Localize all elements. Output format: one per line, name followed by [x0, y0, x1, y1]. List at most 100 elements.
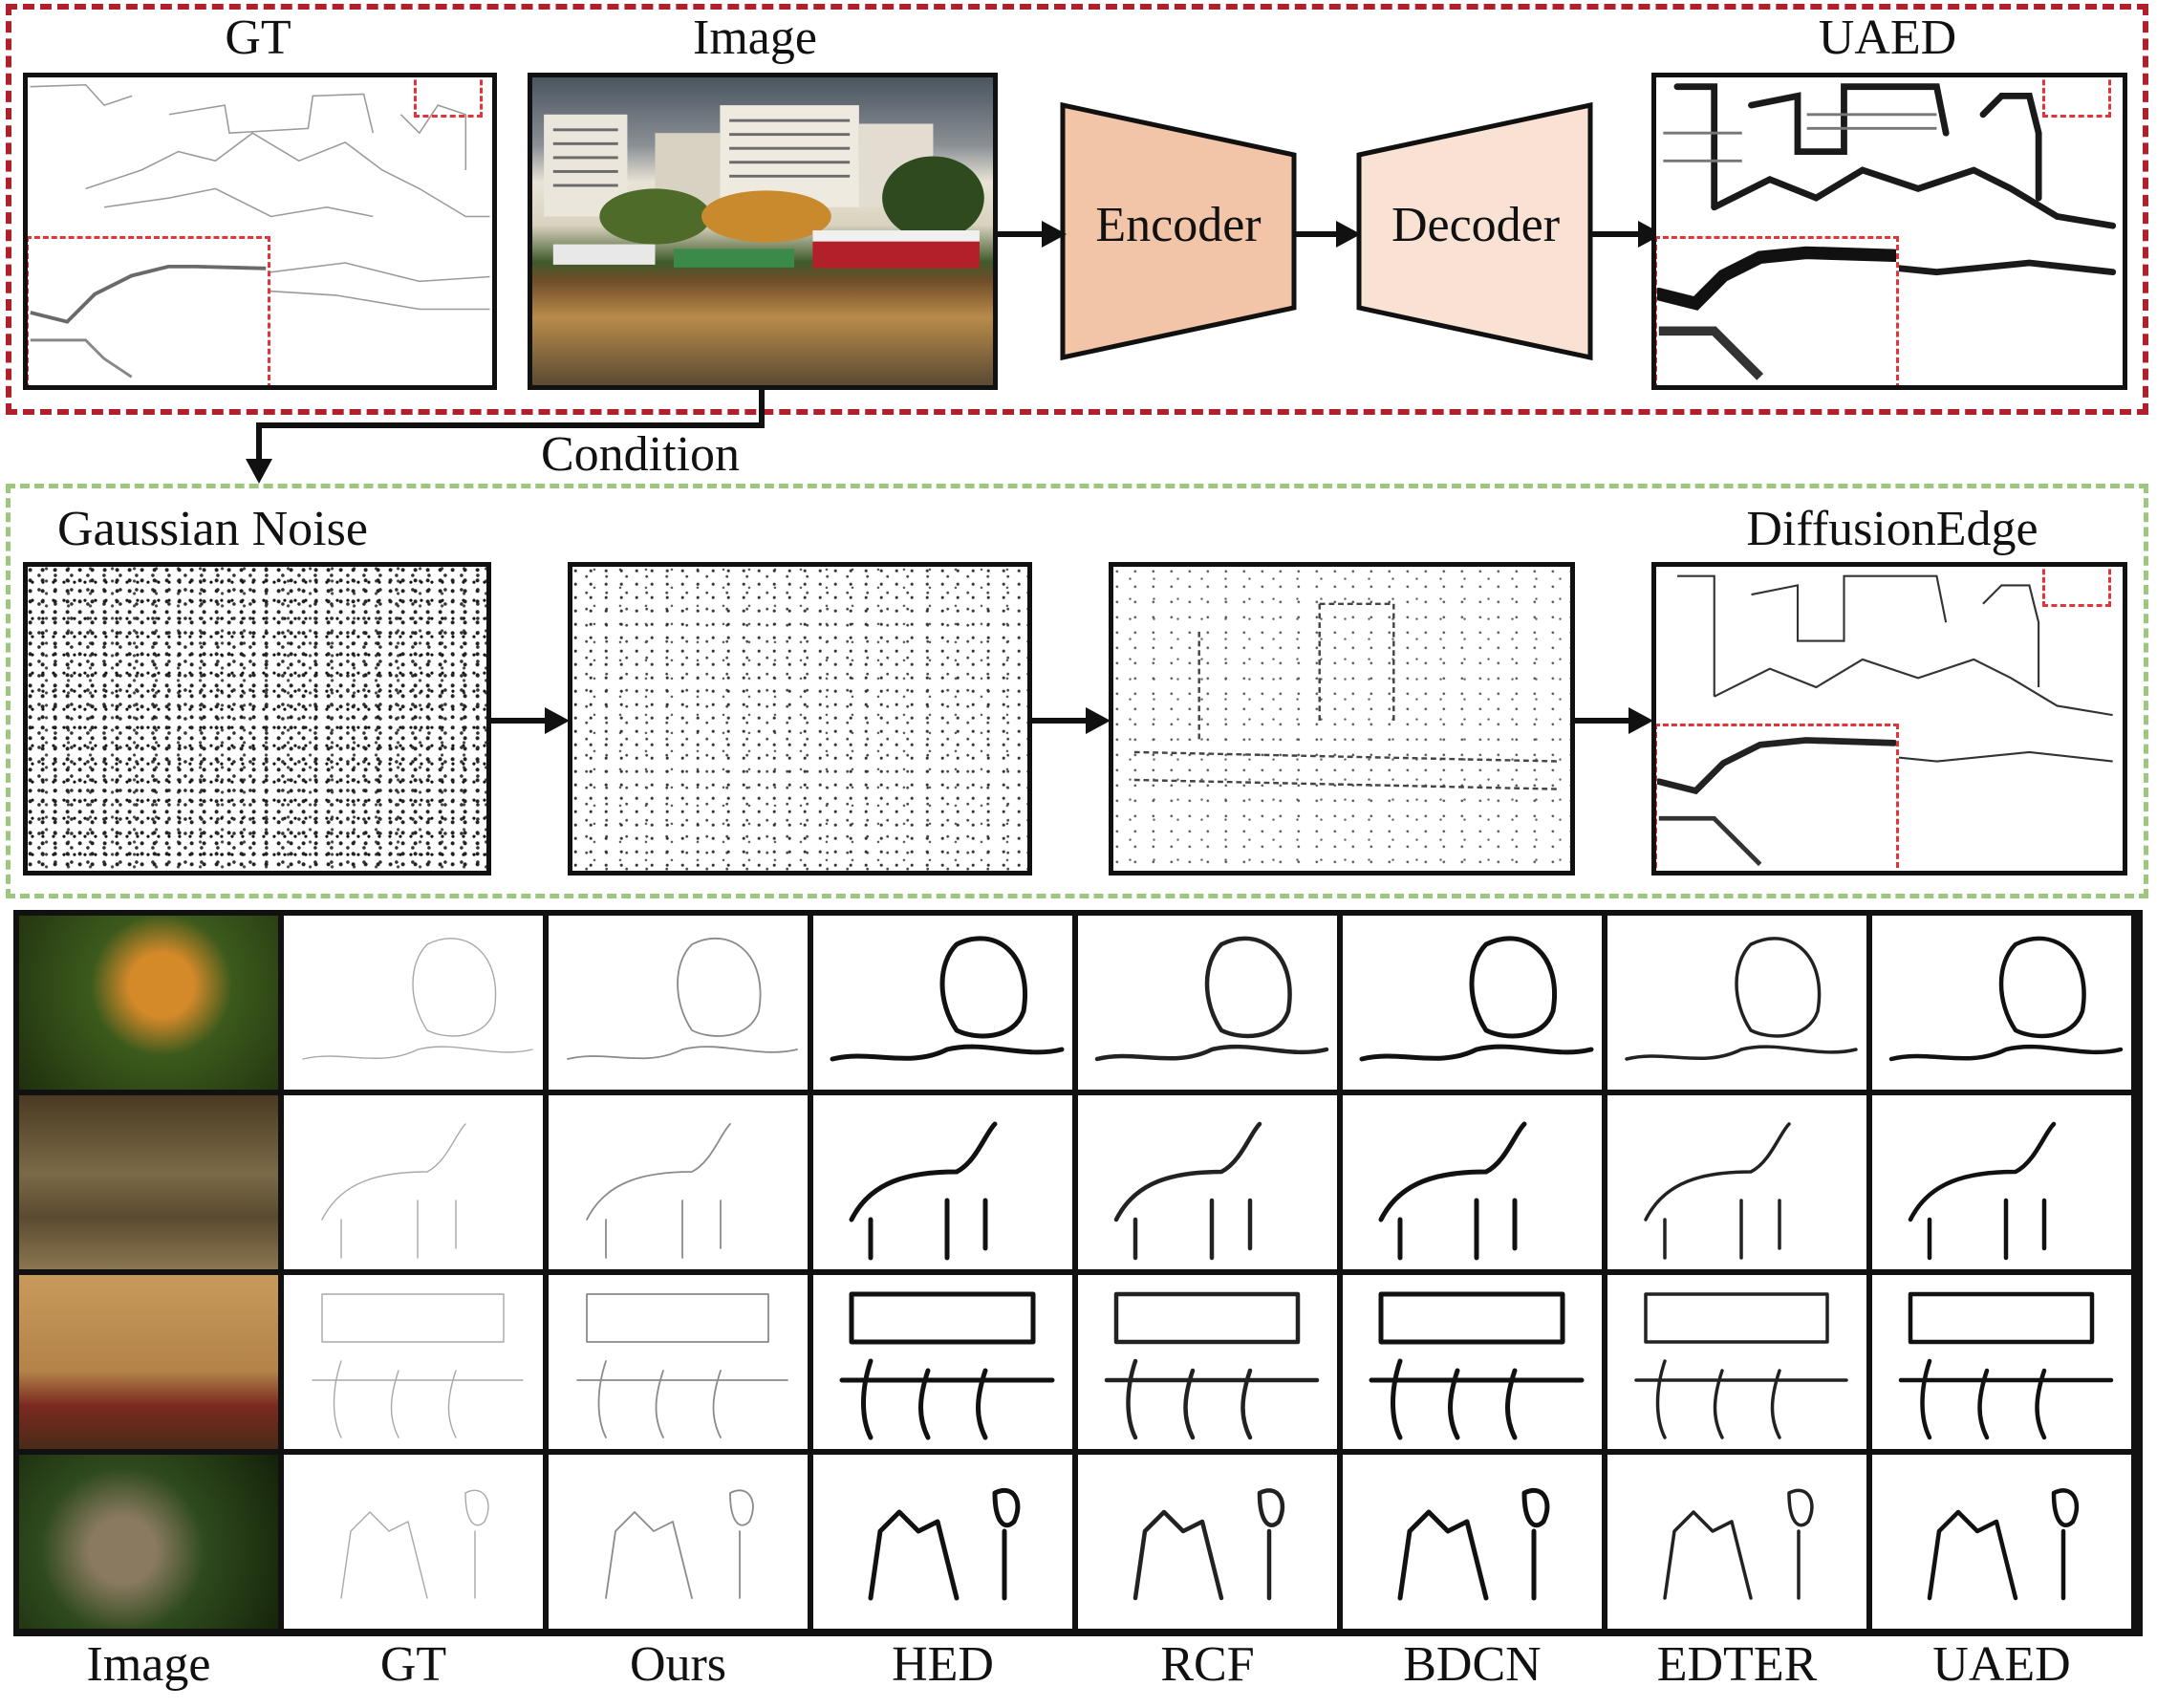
- arrow-encoder-to-decoder: [1296, 231, 1344, 237]
- edge-drawing: [1634, 1292, 1848, 1439]
- gt-edge-map: [23, 73, 497, 390]
- input-thumbnail-wolf: [19, 1095, 278, 1269]
- arrow-step2-to-output: [1575, 718, 1632, 724]
- edge-path: [1359, 936, 1594, 1062]
- edge-path: [1888, 936, 2124, 1062]
- diffusionedge-zoom-source: [2042, 567, 2111, 607]
- edge-path: [1927, 1488, 2080, 1601]
- arrow-step1-to-step2: [1032, 718, 1089, 724]
- edge-drawing: [302, 938, 533, 1060]
- edge-result-rcf-wolf: [1078, 1095, 1337, 1269]
- col-label-bdcn: BDCN: [1403, 1637, 1542, 1692]
- arrow-head-icon: [545, 707, 570, 734]
- condition-line-drop: [256, 422, 262, 461]
- edge-path: [567, 937, 798, 1060]
- edge-result-bdcn-wolf: [1343, 1095, 1602, 1269]
- edge-drawing: [1359, 936, 1594, 1062]
- edge-path: [340, 1489, 489, 1599]
- edge-drawing: [830, 936, 1065, 1062]
- edge-result-gt-lynx: [284, 1455, 543, 1629]
- edge-result-edter-butterfly: [1607, 916, 1866, 1090]
- edge-path: [1898, 1291, 2114, 1440]
- edge-drawing: [1898, 1291, 2114, 1440]
- edge-result-hed-lynx: [813, 1455, 1072, 1629]
- edge-drawing: [1378, 1121, 1527, 1261]
- edge-result-gt-gallery: [284, 1275, 543, 1449]
- col-label-hed: HED: [892, 1637, 994, 1692]
- denoise-step-1: [568, 562, 1032, 876]
- gt-zoom-drawing: [30, 264, 267, 378]
- edge-drawing: [576, 1293, 788, 1438]
- gaussian-noise-label: Gaussian Noise: [57, 502, 368, 556]
- edge-path: [1397, 1487, 1550, 1601]
- gaussian-noise-map: [23, 562, 491, 876]
- gt-zoom-inset: [28, 236, 270, 385]
- edge-result-hed-wolf: [813, 1095, 1072, 1269]
- uaed-zoom-drawing: [1656, 246, 1901, 380]
- edge-result-uaed-lynx: [1872, 1455, 2131, 1629]
- col-label-edter: EDTER: [1656, 1637, 1818, 1692]
- edge-path: [1634, 1292, 1848, 1439]
- arrow-down-icon: [246, 459, 272, 484]
- uaed-edge-drawing: [1663, 83, 2117, 276]
- encoder-block: [1060, 101, 1297, 361]
- encoder-label: Encoder: [1095, 198, 1262, 252]
- decoder-label: Decoder: [1391, 198, 1561, 252]
- edge-result-ours-wolf: [549, 1095, 808, 1269]
- edge-result-edter-gallery: [1607, 1275, 1866, 1449]
- edge-result-rcf-butterfly: [1078, 916, 1337, 1090]
- edge-path: [849, 1121, 998, 1261]
- edge-path: [1094, 936, 1329, 1062]
- edge-drawing: [312, 1293, 524, 1438]
- edge-result-ours-gallery: [549, 1275, 808, 1449]
- edge-path: [830, 936, 1065, 1062]
- edge-path: [1663, 1488, 1814, 1600]
- edge-path: [1132, 1488, 1285, 1601]
- edge-result-edter-lynx: [1607, 1455, 1866, 1629]
- edge-path: [868, 1487, 1021, 1601]
- edge-result-ours-lynx: [549, 1455, 808, 1629]
- edge-path: [605, 1489, 754, 1599]
- gt-label: GT: [225, 11, 291, 65]
- input-thumbnail-lynx: [19, 1455, 278, 1629]
- edge-drawing: [1132, 1488, 1285, 1601]
- input-image: [528, 73, 998, 390]
- edge-drawing: [321, 1123, 466, 1259]
- uaed-zoom-inset: [1656, 236, 1901, 385]
- arrow-head-icon: [1086, 707, 1111, 734]
- edge-result-uaed-gallery: [1872, 1275, 2131, 1449]
- arrow-decoder-to-uaed: [1590, 231, 1648, 237]
- input-thumbnail-gallery: [19, 1275, 278, 1449]
- diffusionedge-label: DiffusionEdge: [1746, 502, 2038, 556]
- edge-drawing: [1888, 936, 2124, 1062]
- condition-line-left: [256, 422, 765, 428]
- diffusionedge-zoom-inset: [1656, 724, 1899, 871]
- edge-result-hed-gallery: [813, 1275, 1072, 1449]
- image-label: Image: [693, 11, 817, 65]
- diffusionedge-edge-map: [1651, 562, 2127, 876]
- col-label-uaed: UAED: [1932, 1637, 2071, 1692]
- edge-drawing: [605, 1489, 754, 1599]
- uaed-pipeline-section: [6, 4, 2148, 415]
- edge-result-bdcn-gallery: [1343, 1275, 1602, 1449]
- col-label-rcf: RCF: [1160, 1637, 1255, 1692]
- denoise-step-2-structure: [1133, 602, 1561, 790]
- edge-path: [1908, 1121, 2057, 1261]
- edge-drawing: [1663, 1488, 1814, 1600]
- edge-result-ours-butterfly: [549, 916, 808, 1090]
- edge-path: [321, 1123, 466, 1259]
- uaed-edge-map: [1651, 73, 2127, 390]
- edge-path: [1644, 1122, 1791, 1260]
- edge-result-uaed-wolf: [1872, 1095, 2131, 1269]
- col-label-image: Image: [86, 1637, 211, 1692]
- decoder-block: [1356, 101, 1593, 361]
- edge-result-bdcn-butterfly: [1343, 916, 1602, 1090]
- diffusion-pipeline-section: [6, 484, 2148, 898]
- edge-drawing: [1908, 1121, 2057, 1261]
- condition-label: Condition: [540, 427, 741, 482]
- edge-result-gt-wolf: [284, 1095, 543, 1269]
- edge-drawing: [1094, 936, 1329, 1062]
- edge-path: [1113, 1121, 1262, 1261]
- arrow-head-icon: [1629, 707, 1653, 734]
- diffusionedge-drawing: [1676, 574, 2113, 763]
